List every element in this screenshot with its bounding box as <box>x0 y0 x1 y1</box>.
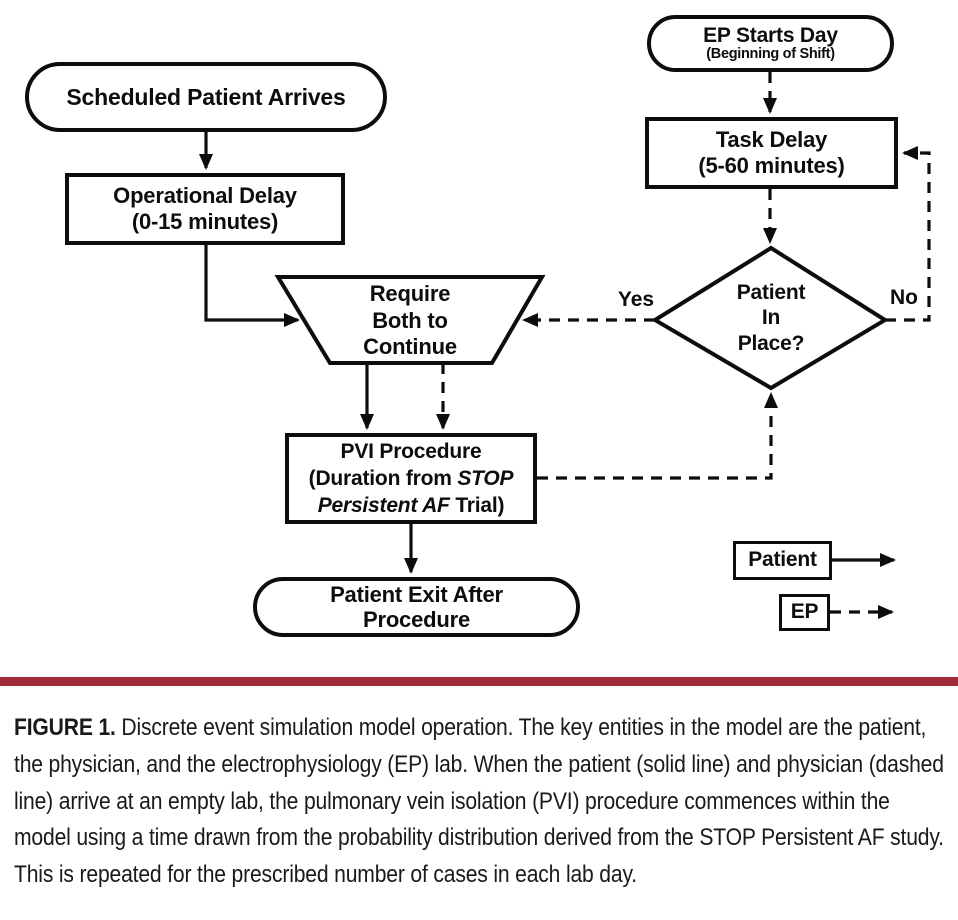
legend-patient-label: Patient <box>748 548 817 572</box>
legend-patient-box: Patient <box>733 541 832 580</box>
node-scheduled-patient-arrives: Scheduled Patient Arrives <box>25 62 387 132</box>
node-sublabel: Procedure <box>362 607 471 632</box>
node-label: Operational Delay <box>113 183 297 209</box>
node-label: Task Delay <box>715 127 828 153</box>
figure-divider-rule <box>0 677 958 686</box>
node-label: EP Starts Day <box>703 23 838 47</box>
gate-trapezoid-shape <box>274 275 546 365</box>
pvi-line-2: (Duration from STOP <box>308 466 514 490</box>
figure-caption-label: FIGURE 1. <box>14 714 116 741</box>
gate-line-2: Both to <box>372 307 448 333</box>
gate-line-3: Continue <box>363 334 457 360</box>
decision-line-3: Place? <box>737 331 805 355</box>
node-label: Patient Exit After <box>330 581 503 607</box>
pvi-line-3: Persistent AF Trial) <box>317 494 505 518</box>
node-patient-in-place-label: Patient In Place? <box>706 276 836 360</box>
node-label: Scheduled Patient Arrives <box>66 83 346 110</box>
node-require-both-label: Require Both to Continue <box>330 281 490 361</box>
pvi-line-1: PVI Procedure <box>340 439 482 463</box>
edge-opdelay-to-gate <box>204 245 300 327</box>
edge-label-no: No <box>890 286 918 309</box>
node-sublabel: (5-60 minutes) <box>698 153 845 178</box>
figure-caption: FIGURE 1. Discrete event simulation mode… <box>14 710 945 894</box>
edge-decision-no-to-taskdelay <box>885 146 931 322</box>
node-sublabel: (Beginning of Shift) <box>706 46 835 63</box>
node-operational-delay: Operational Delay (0-15 minutes) <box>65 173 345 245</box>
decision-line-1: Patient <box>736 280 806 304</box>
node-pvi-procedure: PVI Procedure (Duration from STOP Persis… <box>285 433 537 524</box>
decision-diamond-shape <box>651 245 889 391</box>
node-sublabel: (0-15 minutes) <box>131 209 279 234</box>
node-ep-starts-day: EP Starts Day (Beginning of Shift) <box>647 15 894 72</box>
figure-caption-body: Discrete event simulation model operatio… <box>14 714 944 888</box>
gate-line-1: Require <box>369 280 451 306</box>
node-task-delay: Task Delay (5-60 minutes) <box>645 117 898 189</box>
edge-label-yes: Yes <box>617 288 655 311</box>
edge-pvi-to-decision <box>537 392 778 480</box>
flowchart-connectors <box>199 72 931 619</box>
legend-ep-label: EP <box>790 600 819 624</box>
node-patient-exit: Patient Exit After Procedure <box>253 577 580 637</box>
legend-ep-box: EP <box>779 594 830 631</box>
decision-line-2: In <box>761 306 781 330</box>
